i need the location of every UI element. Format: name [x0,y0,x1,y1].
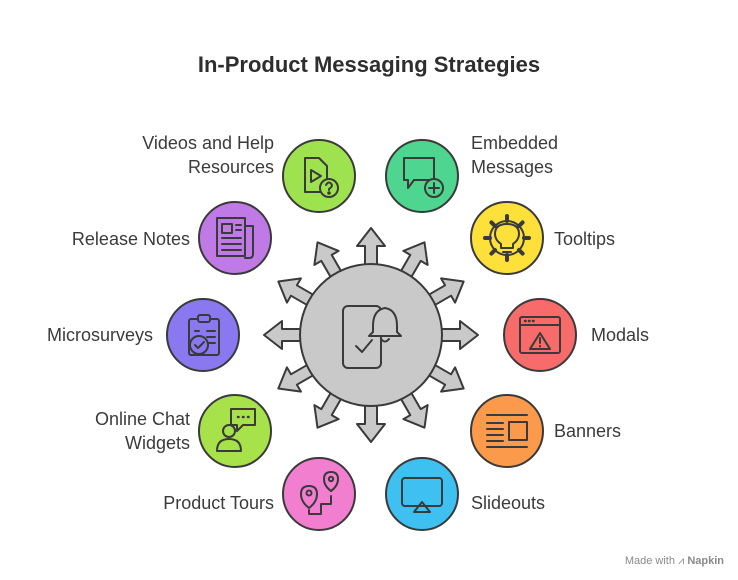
strategy-node-slideouts [385,457,459,531]
node-circle [166,298,240,372]
chat-user-icon [216,408,256,452]
credit-brand: Napkin [687,555,724,567]
clipboard-check-icon [188,314,220,356]
node-circle [503,298,577,372]
strategy-label-line: Modals [591,325,650,345]
message-add-icon [403,157,444,198]
strategy-node-tours [282,457,356,531]
strategy-label-line: Slideouts [471,493,546,513]
strategy-node-release [198,201,272,275]
strategy-label-tooltips: Tooltips [554,227,615,251]
lightbulb-gear-icon [483,214,531,262]
strategy-label-line: Online Chat [94,409,190,429]
strategy-label-tours: Product Tours [163,491,274,515]
window-warning-icon [519,316,561,354]
strategy-label-release: Release Notes [72,227,190,251]
banner-layout-icon [486,414,528,448]
strategy-label-line: Videos and Help [142,133,274,153]
strategy-label-line: Microsurveys [46,325,153,345]
strategy-label-microsurveys: Microsurveys [47,323,153,347]
strategy-node-embedded [385,139,459,213]
node-circle [385,139,459,213]
strategy-node-microsurveys [166,298,240,372]
strategy-label-line: Embedded [471,133,559,153]
strategy-label-line: Widgets [124,433,190,453]
strategy-label-line: Tooltips [554,229,616,249]
central-hub [299,263,443,407]
credit-prefix: Made with [624,555,675,567]
strategy-label-line: Release Notes [71,229,190,249]
napkin-logo-icon: ⩘ [678,555,685,567]
strategy-label-line: Product Tours [163,493,274,513]
phone-notification-icon [342,305,402,369]
napkin-credit: Made with ⩘ Napkin [625,555,724,568]
strategy-label-banners: Banners [554,419,621,443]
strategy-label-line: Banners [554,421,622,441]
video-help-icon [304,157,339,198]
strategy-label-slideouts: Slideouts [471,491,545,515]
strategy-node-banners [470,394,544,468]
strategy-node-tooltips [470,201,544,275]
newspaper-icon [216,217,254,259]
map-route-icon [300,471,339,515]
slideout-screen-icon [401,477,443,513]
node-circle [470,394,544,468]
strategy-node-chat [198,394,272,468]
strategy-label-line: Resources [187,157,274,177]
strategy-node-modals [503,298,577,372]
node-circle [282,457,356,531]
strategy-label-modals: Modals [591,323,649,347]
node-circle [282,139,356,213]
diagram-title: In-Product Messaging Strategies [197,52,541,77]
strategy-node-videos [282,139,356,213]
strategy-label-line: Messages [471,157,554,177]
node-circle [385,457,459,531]
